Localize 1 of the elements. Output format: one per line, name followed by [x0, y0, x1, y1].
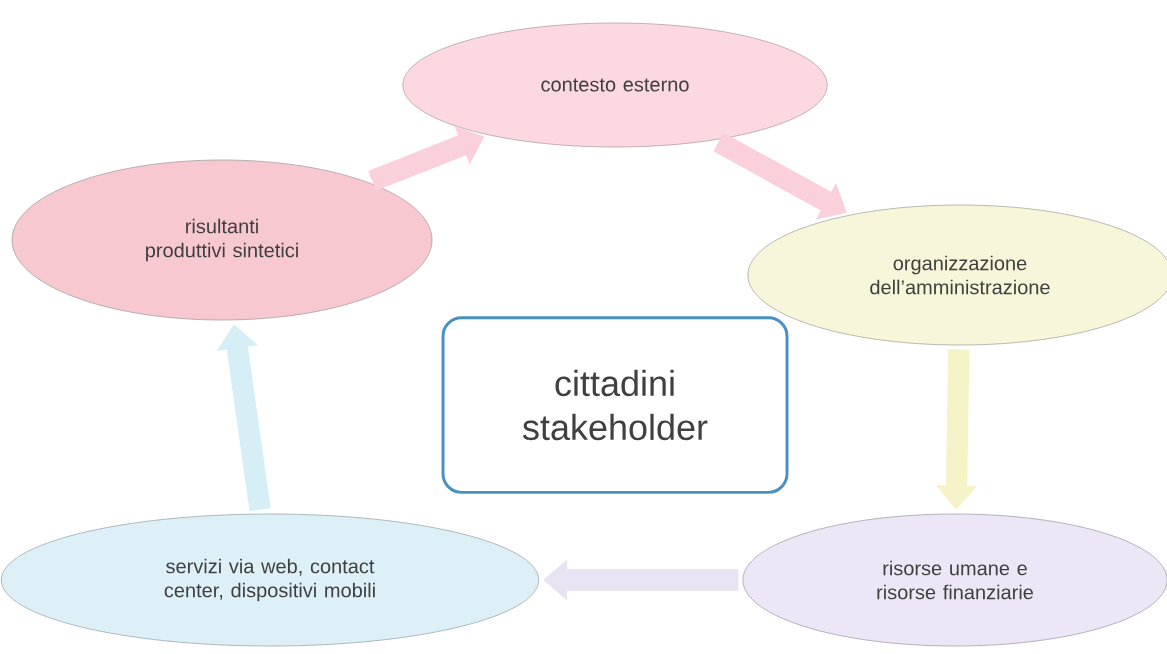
center-box: cittadini stakeholder	[441, 316, 789, 494]
